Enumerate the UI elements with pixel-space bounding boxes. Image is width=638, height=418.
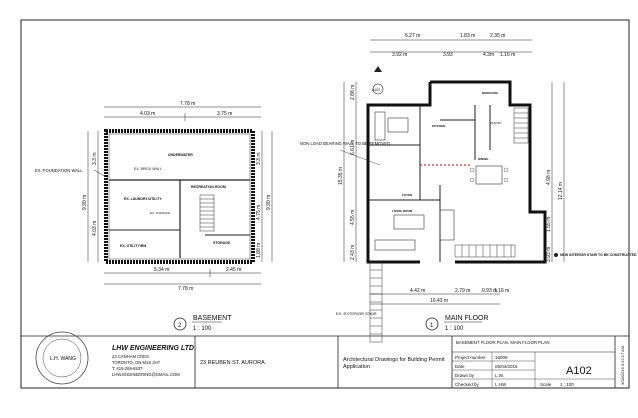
company-name: LHW ENGINEERING LTD xyxy=(112,345,194,352)
project-number-value: 16009 xyxy=(495,355,508,360)
basement-room-utility: EX. UTILITY/RM xyxy=(120,244,146,248)
basement-dim-right-mid: 4.75 m xyxy=(256,205,262,220)
checked-by-value: L.HW xyxy=(495,382,507,387)
engineer-seal-icon xyxy=(35,331,89,385)
north-arrow-icon xyxy=(374,66,382,72)
basement-room-storage: STORAGE xyxy=(213,241,231,245)
sheet-number: A102 xyxy=(566,365,592,377)
project-address: 23 REUBEN ST. AURORA xyxy=(200,360,265,366)
basement-room-underwater: UNDERWATER xyxy=(168,153,193,157)
main-room-dining: DINING xyxy=(478,157,489,161)
sheet-title: BASEMENT FLOOR PLAN, MAIN FLOOR PLAN xyxy=(456,340,550,345)
main-dim-top-a: 6.27 m xyxy=(405,33,420,39)
scale-value: 1 : 100 xyxy=(560,382,574,387)
drawn-by-value: L.W. xyxy=(495,373,504,378)
basement-dim-right-overall: 9.90 m xyxy=(266,195,272,210)
main-dim-bottom-d: 1.16 m xyxy=(494,288,509,294)
main-view-title: MAIN FLOOR xyxy=(445,315,489,322)
main-dim-right-b: 1.55 m xyxy=(546,217,552,232)
main-dim-bottom-b: 2.79 m xyxy=(455,288,470,294)
seal-name: L.H. WANG xyxy=(50,356,76,362)
main-dim-right-a: 4.98 m xyxy=(546,170,552,185)
basement-callout-number: 2 xyxy=(178,323,182,329)
basement-dim-top-overall: 7.78 m xyxy=(180,101,195,107)
main-note-ex-exterior-stair: EX. EXTERIOR STAIR xyxy=(336,311,377,316)
basement-room-recreation: RECREATION ROOM xyxy=(191,185,226,189)
basement-note-foundation: EX. FOUNDATION WALL xyxy=(35,168,83,173)
main-note-new-stair: NEW INTERIOR STAIR TO BE CONSTRUCTED xyxy=(560,253,637,257)
main-room-kitchen: KITCHEN xyxy=(432,124,445,128)
main-dim-top-e: 3.93 xyxy=(443,52,453,58)
project-purpose: Architectural Drawings for Building Perm… xyxy=(343,357,445,370)
basement-plan: 7.78 m 4.03 m 3.75 m UNDERWATER EX. BRIC… xyxy=(35,101,273,332)
basement-room-laundry: EX. LAUNDRY/UTILITY xyxy=(124,197,162,201)
basement-dim-bottom-right: 2.45 m xyxy=(226,267,241,273)
main-dim-top-c: 2.35 m xyxy=(490,33,505,39)
project-number-label: Project number xyxy=(455,355,486,360)
company-email: LHW.ENGINEERING@GMAIL.COM xyxy=(112,372,180,377)
main-dim-bottom-a: 4.42 m xyxy=(410,288,425,294)
main-floor-plan: 6.27 m 1.83 m 2.35 m 3.92 m 3.93 4.3m 1.… xyxy=(300,33,637,343)
basement-dim-left-upper: 3.3 m xyxy=(92,152,98,165)
main-dim-left-overall: 15.35 m xyxy=(338,167,344,185)
drawn-by-label: Drawn by xyxy=(455,373,475,378)
main-section-callout xyxy=(372,83,384,95)
basement-callout-circle xyxy=(173,317,187,331)
main-room-pantry: PANTRY xyxy=(490,121,502,125)
basement-dim-right-top: 3.3 m xyxy=(256,152,262,165)
main-dim-bottom-c: 0.93 m xyxy=(482,288,497,294)
basement-dim-left-lower: 4.03 m xyxy=(92,221,98,236)
main-view-scale: 1 : 100 xyxy=(445,326,464,332)
title-block: L.H. WANG LHW ENGINEERING LTD 23 CANHAM … xyxy=(21,331,629,388)
main-note-non-load-bearing-wall: NON LOAD BEARING WALL TO BE REMOVED xyxy=(300,141,390,146)
main-dim-left-c: 4.55 m xyxy=(350,210,356,225)
company-address-1: 23 CANHAM CRES. xyxy=(112,354,150,359)
main-section-callout-tag: A102 xyxy=(372,88,380,92)
basement-dim-bottom-overall: 7.78 m xyxy=(178,286,193,292)
basement-view-title: BASEMENT xyxy=(193,315,232,322)
date-value: 06/04/2016 xyxy=(495,364,518,369)
main-room-living: LIVING ROOM xyxy=(392,209,413,213)
main-dim-left-a: 2.88 m xyxy=(350,85,356,100)
basement-room-furnace: EX. FURNACE xyxy=(150,211,170,215)
basement-view-scale: 1 : 100 xyxy=(193,326,212,332)
main-dim-top-f: 4.3m xyxy=(483,52,494,58)
basement-room-brick-wall: EX. BRICK WALL xyxy=(134,167,162,171)
main-room-bedroom: BEDROOM xyxy=(482,91,498,95)
main-dim-top-d: 3.92 m xyxy=(392,52,407,58)
basement-dim-right-bottom: 1.88 m xyxy=(256,243,262,258)
main-dim-right-overall: 12.14 m xyxy=(558,182,564,200)
main-dim-left-d: 2.43 m xyxy=(350,245,356,260)
main-dim-left-b: 6.61 m xyxy=(350,140,356,155)
date-label: Date xyxy=(455,364,465,369)
main-room-foyer: FOYER xyxy=(402,193,413,197)
company-address-2: TORONTO, ON M1S 2H7 xyxy=(112,360,161,365)
checked-by-label: Checked by xyxy=(455,382,480,387)
main-callout-number: 1 xyxy=(430,323,434,329)
basement-dim-bottom-left: 5.34 m xyxy=(154,267,169,273)
company-phone: T: 416-269-6537 xyxy=(112,366,143,371)
main-dim-right-c: 3.93 m xyxy=(546,247,552,262)
main-dim-top-b: 1.83 m xyxy=(460,33,475,39)
main-dim-bottom-overall: 10.43 m xyxy=(430,298,448,304)
main-dim-top-g: 1.16 m xyxy=(500,52,515,58)
scale-label: Scale xyxy=(540,382,552,387)
plot-timestamp: 3/28/2016 9:52:17 AM xyxy=(620,346,625,385)
basement-dim-left-overall: 9.90 m xyxy=(82,195,88,210)
main-callout-circle xyxy=(425,317,439,331)
basement-dim-top-right: 3.75 m xyxy=(217,111,232,117)
basement-dim-top-left: 4.03 m xyxy=(140,111,155,117)
